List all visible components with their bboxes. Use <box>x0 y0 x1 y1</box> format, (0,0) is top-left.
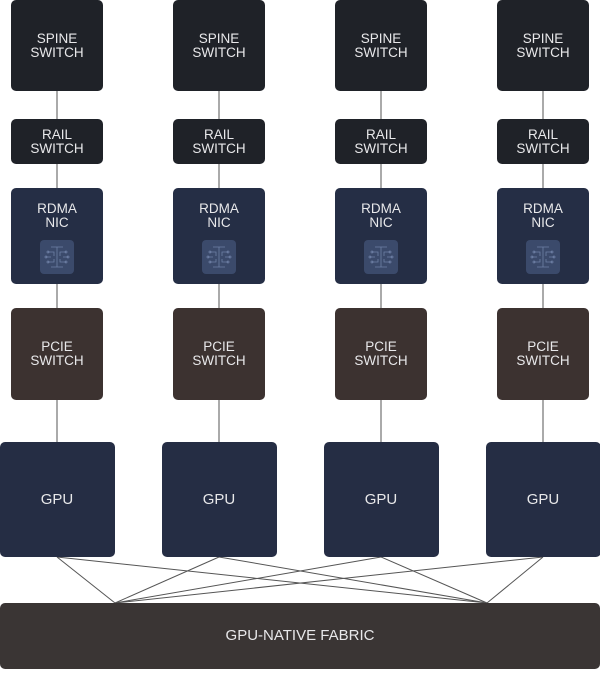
fabric-link <box>114 556 220 604</box>
rdma-nic-label: NIC <box>45 215 69 230</box>
rail-switch-label: RAIL <box>527 126 558 142</box>
spine-switch-label: SWITCH <box>516 44 570 60</box>
spine-switch-label: SPINE <box>36 30 78 46</box>
gpu-4: GPU <box>485 442 600 557</box>
rail-switch-label: SWITCH <box>30 140 84 156</box>
rdma-nic-label: RDMA <box>37 201 77 216</box>
chip-icon <box>40 240 74 274</box>
gpu-label: GPU <box>202 490 236 508</box>
fabric-link <box>56 556 488 604</box>
gpu-1: GPU <box>0 442 115 557</box>
fabric-link <box>114 556 382 604</box>
spine-switch-label: SPINE <box>198 30 240 46</box>
gpu-label: GPU <box>40 490 74 508</box>
gpu-3: GPU <box>323 442 439 557</box>
chip-icon <box>364 240 398 274</box>
spine-switch-label: SWITCH <box>354 44 408 60</box>
chip-icon <box>202 240 236 274</box>
rail-switch-label: RAIL <box>365 126 396 142</box>
rdma-nic-label: NIC <box>207 215 231 230</box>
pcie-switch-label: PCIE <box>365 339 397 354</box>
fabric-label: GPU-NATIVE FABRIC <box>225 627 375 644</box>
fabric-link <box>56 556 116 604</box>
pcie-switch-label: PCIE <box>41 339 73 354</box>
fabric-link <box>380 556 488 604</box>
rdma-nic-label: RDMA <box>361 201 401 216</box>
rdma-nic-label: RDMA <box>199 201 239 216</box>
rdma-nic-label: RDMA <box>523 201 563 216</box>
pcie-switch-label: PCIE <box>203 339 235 354</box>
spine-switch-label: SWITCH <box>30 44 84 60</box>
gpu-2: GPU <box>161 442 277 557</box>
pcie-switch-label: SWITCH <box>354 353 408 368</box>
pcie-switch-label: SWITCH <box>30 353 84 368</box>
chip-icon <box>526 240 560 274</box>
rail-switch-label: SWITCH <box>192 140 246 156</box>
gpu-label: GPU <box>526 490 560 508</box>
spine-switch-label: SWITCH <box>192 44 246 60</box>
gpu-label: GPU <box>364 490 398 508</box>
pcie-switch-label: PCIE <box>527 339 559 354</box>
spine-switch-label: SPINE <box>522 30 564 46</box>
spine-switch-label: SPINE <box>360 30 402 46</box>
pcie-switch-label: SWITCH <box>516 353 570 368</box>
fabric-link <box>486 556 544 604</box>
rail-switch-label: RAIL <box>203 126 234 142</box>
rail-switch-label: SWITCH <box>354 140 408 156</box>
rail-switch-label: RAIL <box>41 126 72 142</box>
fabric-link <box>114 556 544 604</box>
fabric-link <box>218 556 488 604</box>
rdma-nic-label: NIC <box>531 215 555 230</box>
rail-switch-label: SWITCH <box>516 140 570 156</box>
pcie-switch-label: SWITCH <box>192 353 246 368</box>
gpu-native-fabric: GPU-NATIVE FABRIC <box>0 603 600 669</box>
rdma-nic-label: NIC <box>369 215 393 230</box>
